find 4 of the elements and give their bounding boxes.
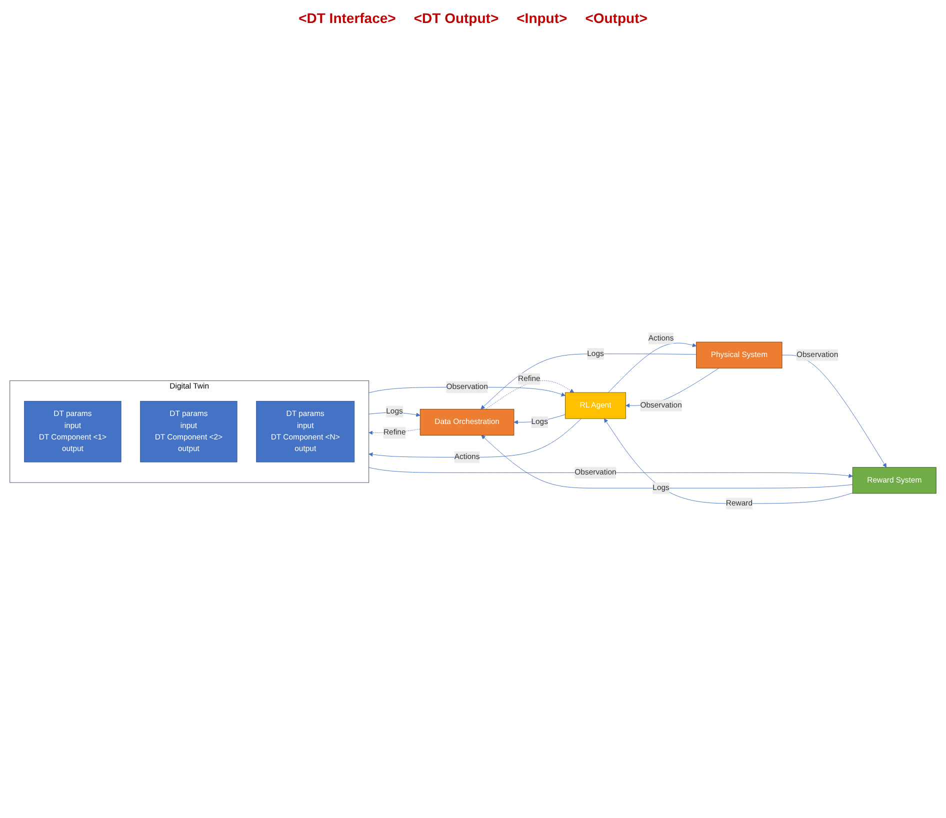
port-label: <Input> [516,10,568,26]
port-label: <DT Interface> [298,10,396,26]
port-label: <Output> [585,10,648,26]
port-label: <DT Output> [414,10,499,26]
